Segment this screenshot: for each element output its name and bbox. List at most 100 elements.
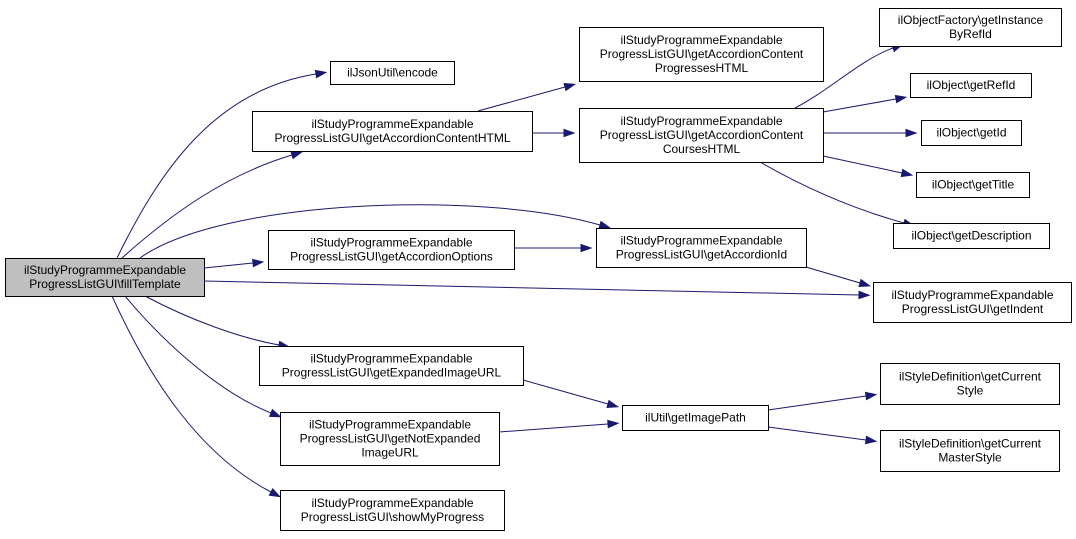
node-getAccordionOptions[interactable]: ilStudyProgrammeExpandableProgressListGU… bbox=[268, 230, 515, 270]
node-label-line: ProgressListGUI\getNotExpanded bbox=[300, 432, 481, 446]
node-label-line: ilStyleDefinition\getCurrent bbox=[899, 437, 1042, 451]
node-box bbox=[880, 363, 1060, 405]
edge-getAccordionContentCoursesHTML-to-getTitle bbox=[822, 155, 914, 178]
arrow-head-icon bbox=[252, 258, 265, 268]
node-box bbox=[330, 61, 455, 85]
node-label-line: ilStudyProgrammeExpandable bbox=[310, 352, 472, 366]
node-label-line: ilUtil\getImagePath bbox=[645, 411, 746, 425]
edge-fillTemplate-to-showMyProgress bbox=[111, 295, 282, 498]
arrow-head-icon bbox=[606, 399, 620, 409]
node-box bbox=[893, 223, 1050, 249]
node-label-line: ilStudyProgrammeExpandable bbox=[311, 496, 473, 510]
node-box bbox=[579, 27, 824, 82]
edge-line bbox=[111, 295, 272, 493]
node-box bbox=[873, 282, 1072, 323]
node-fillTemplate[interactable]: ilStudyProgrammeExpandableProgressListGU… bbox=[5, 258, 205, 297]
arrow-head-icon bbox=[864, 391, 878, 401]
edge-line bbox=[805, 266, 861, 284]
edge-fillTemplate-to-getNotExpandedImageURL bbox=[124, 295, 282, 418]
node-label-line: ilObject\getId bbox=[936, 126, 1006, 140]
node-getTitle[interactable]: ilObject\getTitle bbox=[916, 172, 1030, 198]
node-box bbox=[880, 430, 1060, 472]
node-getExpandedImageURL[interactable]: ilStudyProgrammeExpandableProgressListGU… bbox=[259, 346, 524, 386]
edge-getImagePath-to-getCurrentMasterStyle bbox=[767, 426, 878, 445]
node-box bbox=[596, 228, 807, 268]
node-getRefId[interactable]: ilObject\getRefId bbox=[910, 73, 1032, 98]
edge-getAccordionContentCoursesHTML-to-getId bbox=[823, 128, 918, 138]
call-graph-edges bbox=[111, 43, 918, 498]
edge-line bbox=[124, 295, 272, 414]
edge-line bbox=[794, 47, 894, 109]
node-box bbox=[268, 230, 515, 270]
edge-line bbox=[759, 161, 905, 224]
node-label-line: ProgressListGUI\getExpandedImageURL bbox=[282, 366, 502, 380]
node-getId[interactable]: ilObject\getId bbox=[921, 120, 1022, 146]
node-label-line: ProgressListGUI\getIndent bbox=[902, 302, 1044, 316]
node-label-line: ilStudyProgrammeExpandable bbox=[311, 117, 473, 131]
node-label-line: ProgressListGUI\getAccordionOptions bbox=[290, 250, 493, 264]
node-getAccordionContentHTML[interactable]: ilStudyProgrammeExpandableProgressListGU… bbox=[252, 111, 533, 152]
node-label-line: ilStudyProgrammeExpandable bbox=[24, 263, 186, 277]
arrow-head-icon bbox=[314, 69, 328, 79]
edge-line bbox=[121, 154, 293, 259]
arrow-head-icon bbox=[598, 220, 612, 230]
node-label-line: ilJsonUtil\encode bbox=[347, 66, 438, 80]
node-box bbox=[622, 405, 769, 431]
edge-line bbox=[116, 73, 317, 259]
edge-line bbox=[822, 98, 897, 113]
edge-getImagePath-to-getCurrentStyle bbox=[767, 391, 878, 411]
node-label-line: ProgressListGUI\showMyProgress bbox=[301, 510, 484, 524]
edge-getExpandedImageURL-to-getImagePath bbox=[522, 379, 620, 409]
edge-line bbox=[144, 295, 280, 346]
node-getAccordionContentCoursesHTML[interactable]: ilStudyProgrammeExpandableProgressListGU… bbox=[579, 108, 824, 163]
edge-getAccordionContentCoursesHTML-to-getRefId bbox=[822, 94, 908, 113]
node-box bbox=[921, 120, 1022, 146]
node-label-line: MasterStyle bbox=[938, 451, 1002, 465]
edge-line bbox=[203, 280, 860, 296]
node-label-line: ImageURL bbox=[361, 446, 419, 460]
node-label-line: ilObject\getDescription bbox=[911, 229, 1031, 243]
node-box bbox=[252, 111, 533, 152]
edge-line bbox=[498, 423, 609, 433]
node-label-line: ilObject\getTitle bbox=[932, 178, 1015, 192]
edge-line bbox=[477, 86, 566, 112]
edge-getNotExpandedImageURL-to-getImagePath bbox=[498, 419, 620, 433]
node-label-line: Style bbox=[957, 384, 984, 398]
node-box bbox=[5, 258, 205, 297]
node-showMyProgress[interactable]: ilStudyProgrammeExpandableProgressListGU… bbox=[280, 490, 505, 531]
node-label-line: ilStudyProgrammeExpandable bbox=[310, 236, 472, 250]
edge-line bbox=[139, 204, 601, 259]
node-label-line: ilObjectFactory\getInstance bbox=[898, 13, 1044, 27]
edge-fillTemplate-to-getAccordionOptions bbox=[203, 258, 265, 269]
edge-getAccordionContentHTML-to-getAccordionContentProgressesHTML bbox=[477, 82, 577, 112]
arrow-head-icon bbox=[290, 151, 303, 160]
node-getNotExpandedImageURL[interactable]: ilStudyProgrammeExpandableProgressListGU… bbox=[280, 412, 500, 466]
edge-getAccordionId-to-getIndent bbox=[805, 266, 872, 287]
node-box bbox=[259, 346, 524, 386]
node-label-line: ilStudyProgrammeExpandable bbox=[891, 288, 1053, 302]
node-encode[interactable]: ilJsonUtil\encode bbox=[330, 61, 455, 85]
arrow-head-icon bbox=[563, 128, 576, 138]
edge-getAccordionOptions-to-getAccordionId bbox=[514, 243, 593, 253]
arrow-head-icon bbox=[894, 94, 908, 104]
node-label-line: ilStyleDefinition\getCurrent bbox=[899, 370, 1042, 384]
arrow-head-icon bbox=[268, 408, 282, 418]
node-getDescription[interactable]: ilObject\getDescription bbox=[893, 223, 1050, 249]
node-box bbox=[280, 412, 500, 466]
node-label-line: ilStudyProgrammeExpandable bbox=[620, 33, 782, 47]
node-label-line: ProgressesHTML bbox=[655, 61, 749, 75]
node-box bbox=[579, 108, 824, 163]
node-getAccordionContentProgressesHTML[interactable]: ilStudyProgrammeExpandableProgressListGU… bbox=[579, 27, 824, 82]
node-label-line: CoursesHTML bbox=[663, 142, 741, 156]
node-getImagePath[interactable]: ilUtil\getImagePath bbox=[622, 405, 769, 431]
node-getAccordionId[interactable]: ilStudyProgrammeExpandableProgressListGU… bbox=[596, 228, 807, 268]
arrow-head-icon bbox=[864, 435, 878, 445]
edge-getAccordionContentHTML-to-getAccordionContentCoursesHTML bbox=[532, 128, 576, 138]
arrow-head-icon bbox=[900, 168, 914, 178]
node-getIndent[interactable]: ilStudyProgrammeExpandableProgressListGU… bbox=[873, 282, 1072, 323]
arrow-head-icon bbox=[563, 82, 577, 92]
